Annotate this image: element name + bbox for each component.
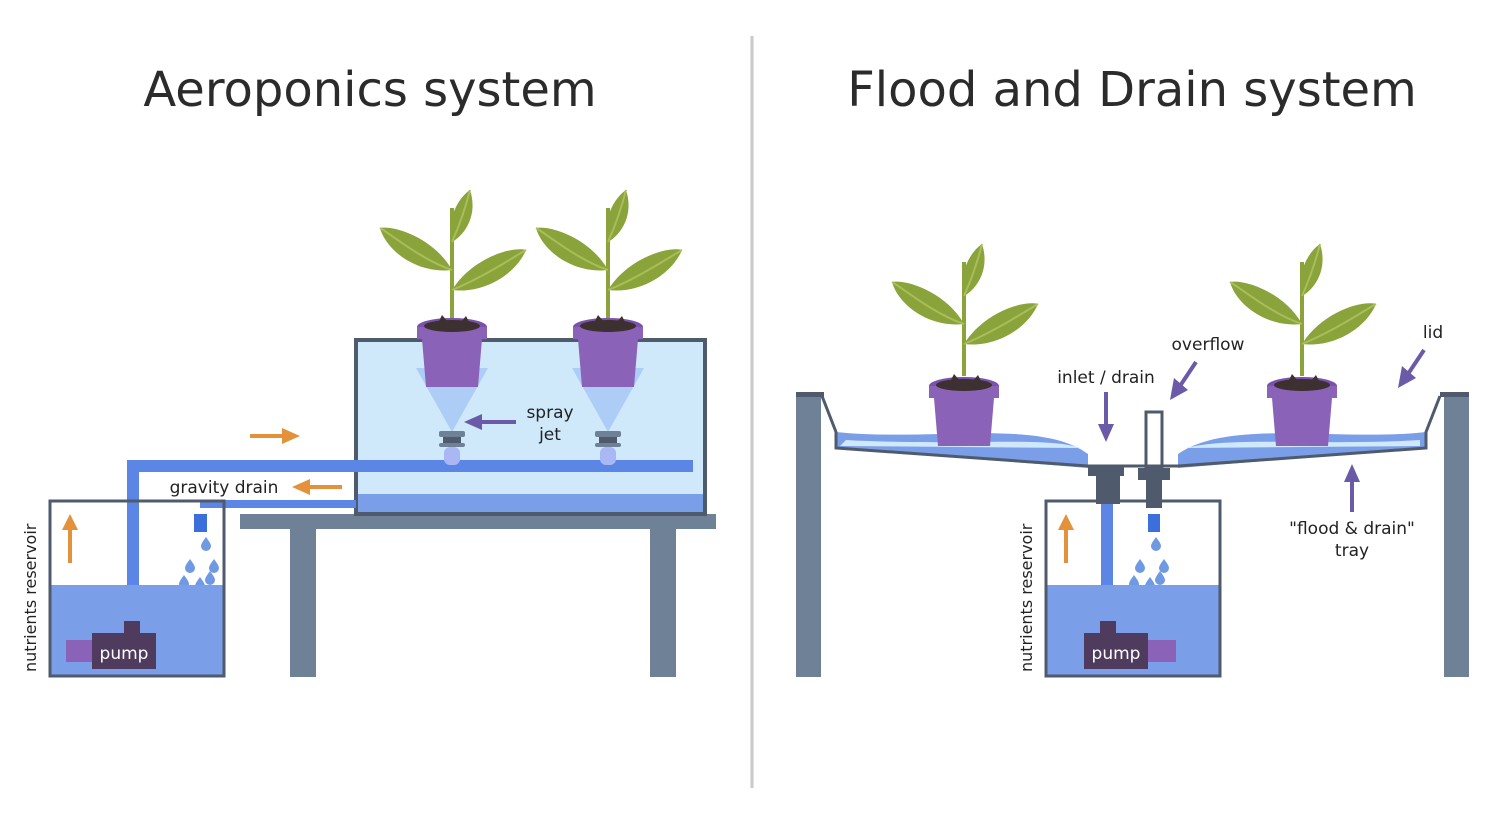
pot-right (573, 315, 643, 387)
growing-chamber (354, 338, 707, 516)
lid-label: lid (1423, 323, 1443, 343)
spray-jet-label-line1: spray (526, 403, 573, 423)
tray-water (836, 432, 1426, 468)
inlet-drain-label: inlet / drain (1057, 368, 1155, 388)
lid-pointer-icon (1398, 348, 1426, 388)
flood-drain-tray (820, 395, 1442, 468)
tray-label-line1: "flood & drain" (1289, 519, 1415, 539)
plant-left (378, 188, 528, 324)
pump-label: pump (1092, 644, 1141, 664)
gravity-drain-label: gravity drain (170, 478, 279, 498)
pot-right (1267, 374, 1337, 446)
flow-arrow-right-icon (250, 428, 300, 444)
overflow-pointer-icon (1170, 360, 1198, 400)
tray-label-line2: tray (1335, 541, 1369, 561)
drain-drops (179, 537, 219, 591)
plant-right (534, 188, 684, 324)
pump (66, 621, 156, 669)
reservoir-label: nutrients reservoir (21, 523, 40, 672)
aeroponics-title: Aeroponics system (143, 62, 596, 118)
overflow-pipe (1138, 410, 1170, 532)
pump-label: pump (100, 644, 149, 664)
support-post-right (1440, 392, 1469, 677)
overflow-label: overflow (1172, 335, 1245, 355)
inlet-drain-pointer-icon (1098, 392, 1114, 442)
pot-left (929, 374, 999, 446)
table (240, 514, 716, 677)
flow-arrow-up-icon (1058, 514, 1074, 563)
overflow-drops (1129, 537, 1169, 591)
reservoir-label: nutrients reservoir (1017, 523, 1036, 672)
plant-right (1228, 242, 1378, 378)
gravity-drain-pipe (194, 500, 356, 532)
flood-drain-title: Flood and Drain system (847, 62, 1417, 118)
pot-left (417, 315, 487, 387)
spray-jet-pointer-icon (464, 414, 516, 430)
flow-arrow-up-icon (62, 514, 78, 563)
support-post-left (796, 392, 824, 677)
tray-pointer-icon (1344, 464, 1360, 512)
pump (1084, 621, 1176, 669)
plant-left (890, 242, 1040, 378)
flow-arrow-left-icon (292, 479, 342, 495)
spray-jet-label-line2: jet (538, 425, 561, 445)
